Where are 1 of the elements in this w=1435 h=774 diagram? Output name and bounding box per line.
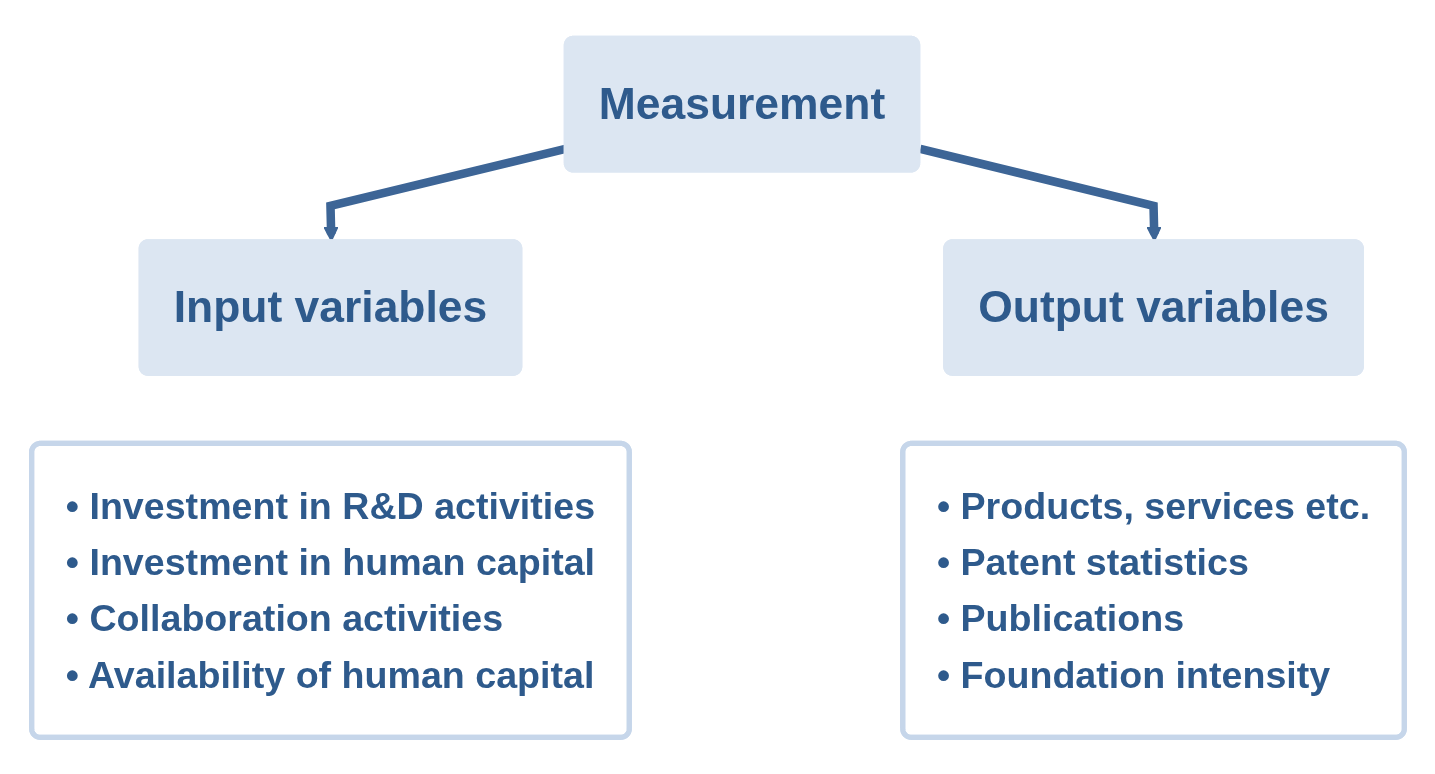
arrow <box>918 144 1162 242</box>
